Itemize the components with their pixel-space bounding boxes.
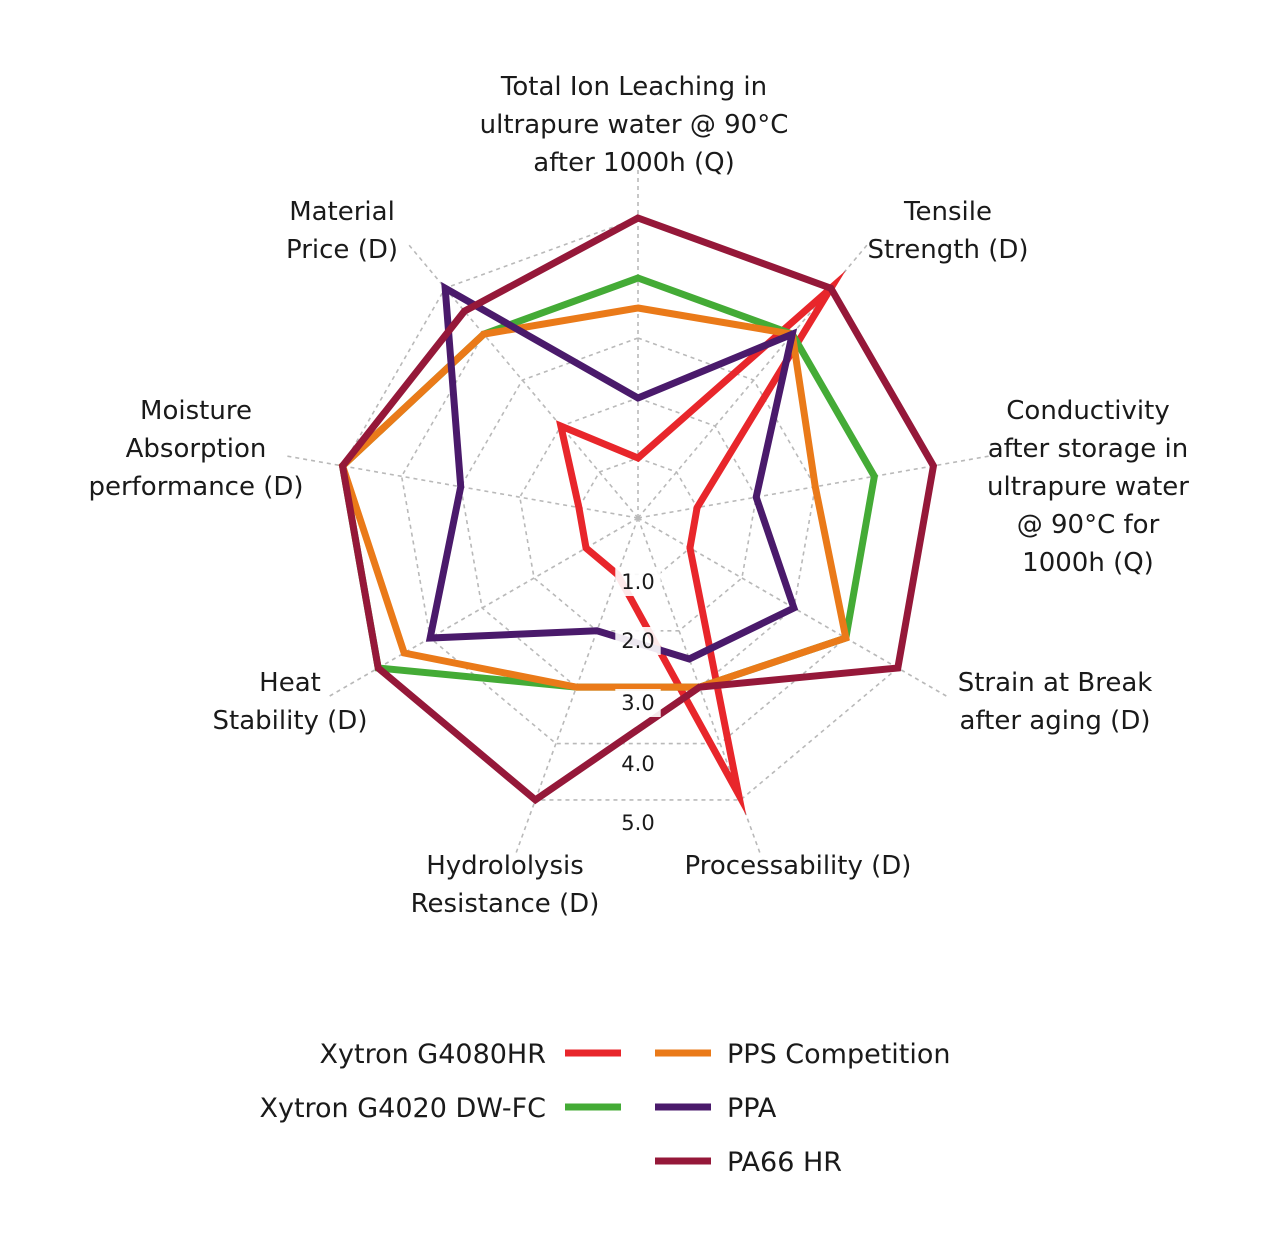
series-pps-competition: [338, 304, 850, 691]
legend-label-pps-competition: PPS Competition: [727, 1039, 951, 1070]
chart-legend: Xytron G4080HR Xytron G4020 DW-FC PPS Comp…: [259, 1039, 950, 1178]
series-pa66-hr: [338, 214, 938, 805]
tick-label-halo: [615, 568, 661, 596]
axis-spoke: [637, 241, 871, 519]
series-ppa: [425, 281, 799, 663]
legend-label-xytron-g4080hr: Xytron G4080HR: [320, 1039, 546, 1070]
tick-label-halo: [615, 809, 661, 837]
tick-label: 2.0: [621, 629, 654, 653]
grid-ring: [400, 277, 876, 745]
legend-label-ppa: PPA: [727, 1093, 777, 1124]
legend-label-pa66-hr: PA66 HR: [727, 1147, 842, 1178]
axis-label: Processability (D): [685, 851, 912, 881]
radar-tick-labels: 1.0 2.0 3.0 4.0 5.0: [615, 568, 661, 837]
tick-label-halo: [615, 689, 661, 717]
tick-label: 4.0: [621, 752, 654, 776]
legend-label-xytron-g4020-dw-fc: Xytron G4020 DW-FC: [259, 1093, 546, 1124]
tick-label: 5.0: [621, 811, 654, 835]
tick-label-halo: [615, 627, 661, 655]
tick-label-halo: [615, 750, 661, 778]
series-xytron-g4080hr: [555, 270, 846, 816]
tick-label: 1.0: [621, 570, 654, 594]
tick-label: 3.0: [621, 691, 654, 715]
radar-series: [338, 214, 938, 816]
